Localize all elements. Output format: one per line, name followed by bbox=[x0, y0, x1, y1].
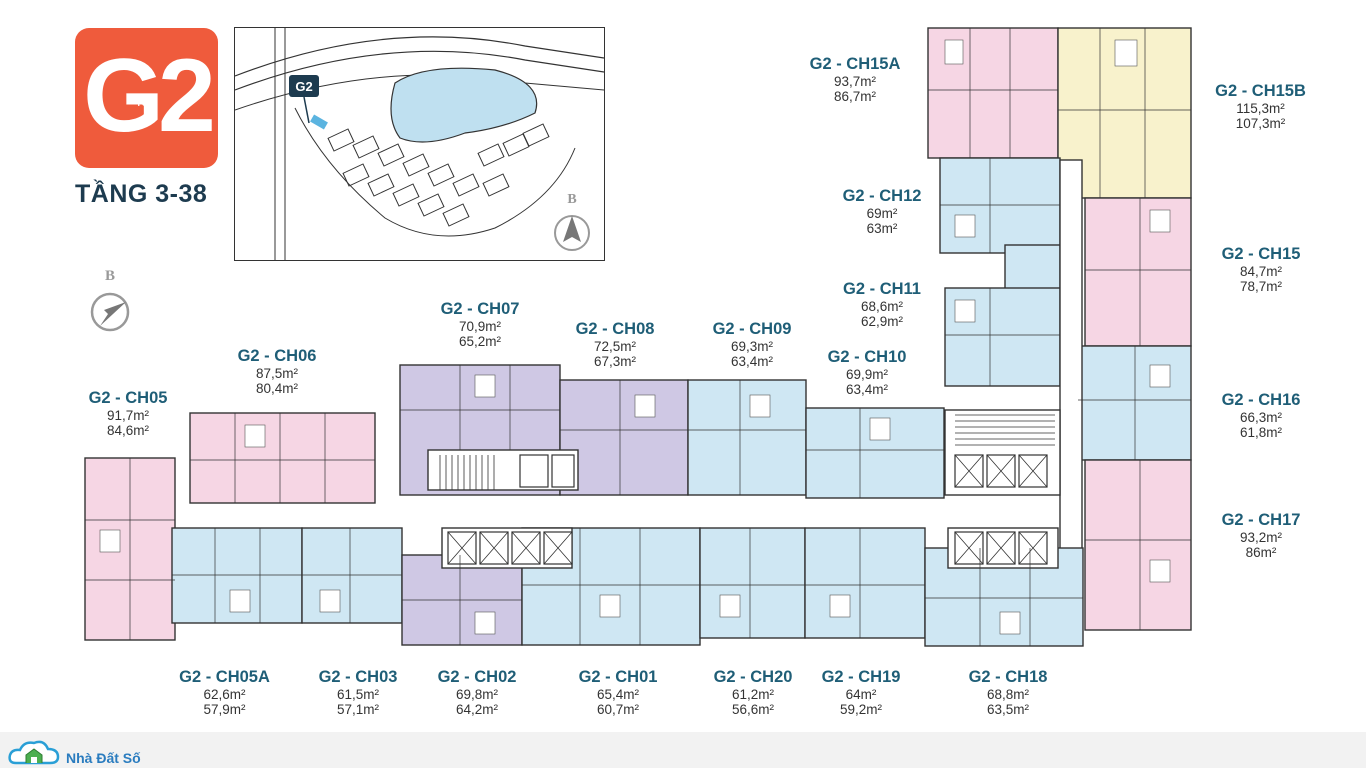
building-logo: G2 TÒA bbox=[75, 28, 218, 168]
site-keymap: G2 B bbox=[234, 27, 605, 261]
unit-block-ch08 bbox=[559, 379, 689, 496]
keymap-compass-letter: B bbox=[567, 192, 576, 207]
unit-block-ch03 bbox=[301, 527, 403, 624]
unit-block-ch12 bbox=[939, 157, 1061, 254]
brand-name: Nhà Đất Số bbox=[66, 750, 141, 766]
keymap-badge: G2 bbox=[295, 79, 312, 94]
footer-bar bbox=[0, 732, 1366, 768]
floor-label: TẦNG 3-38 bbox=[75, 180, 208, 208]
unit-block-ch20 bbox=[699, 527, 806, 639]
unit-block-ch16 bbox=[1077, 345, 1192, 461]
unit-block-ch17 bbox=[1084, 459, 1192, 631]
logo-main-text: G2 bbox=[83, 38, 216, 154]
unit-block-ch06 bbox=[189, 412, 376, 504]
unit-block-ch15 bbox=[1084, 197, 1192, 347]
compass-icon: B bbox=[86, 268, 134, 336]
unit-block-ch19 bbox=[804, 527, 926, 639]
keymap-drawing: G2 B bbox=[235, 28, 604, 260]
logo-sub-text: TÒA bbox=[136, 98, 155, 108]
unit-block-ch09 bbox=[687, 379, 807, 496]
brand-logo-icon bbox=[8, 740, 60, 765]
compass-letter: B bbox=[104, 268, 115, 284]
